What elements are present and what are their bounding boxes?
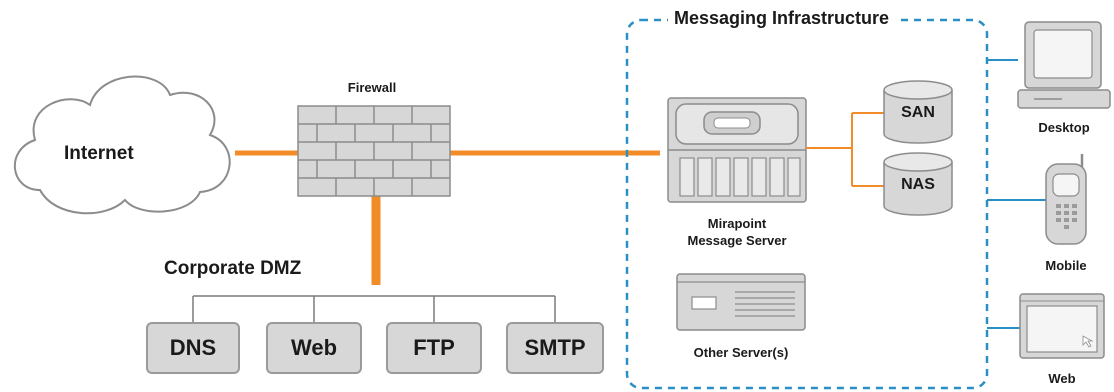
dmz-server-label: Web [290,335,338,360]
dmz-server-smtp: SMTP [506,322,604,374]
web-label: Web [1048,371,1076,386]
storage-links [806,112,884,187]
san-label: SAN [901,104,935,121]
message-server-label-line1: Mirapoint [707,216,767,231]
internet-label: Internet [64,143,134,164]
dmz-server-label: FTP [413,335,455,360]
messaging-zone-title: Messaging Infrastructure [668,8,896,29]
dmz-server-dns: DNS [146,322,240,374]
cloud-icon [13,75,231,215]
browser-window-icon [1019,293,1105,359]
firewall-label: Firewall [347,80,397,95]
desktop-computer-icon [1017,21,1111,109]
mobile-label: Mobile [1045,258,1087,273]
dmz-server-ftp: FTP [386,322,482,374]
dmz-server-label: SMTP [524,335,586,360]
dmz-bus [192,295,556,322]
dmz-server-web: Web [266,322,362,374]
server-chassis-icon [667,97,807,203]
storage-drum-icon [883,152,953,216]
mobile-phone-icon [1045,154,1087,245]
messaging-zone-border [625,18,989,390]
rack-server-icon [676,273,806,331]
brick-wall-icon [297,105,451,197]
dmz-server-label: DNS [169,335,217,360]
client-links [987,59,1046,329]
dmz-title: Corporate DMZ [164,258,302,279]
desktop-label: Desktop [1038,120,1090,135]
nas-label: NAS [901,176,935,193]
message-server-label-line2: Message Server [687,233,787,248]
storage-drum-icon [883,80,953,144]
other-server-label: Other Server(s) [693,345,789,360]
